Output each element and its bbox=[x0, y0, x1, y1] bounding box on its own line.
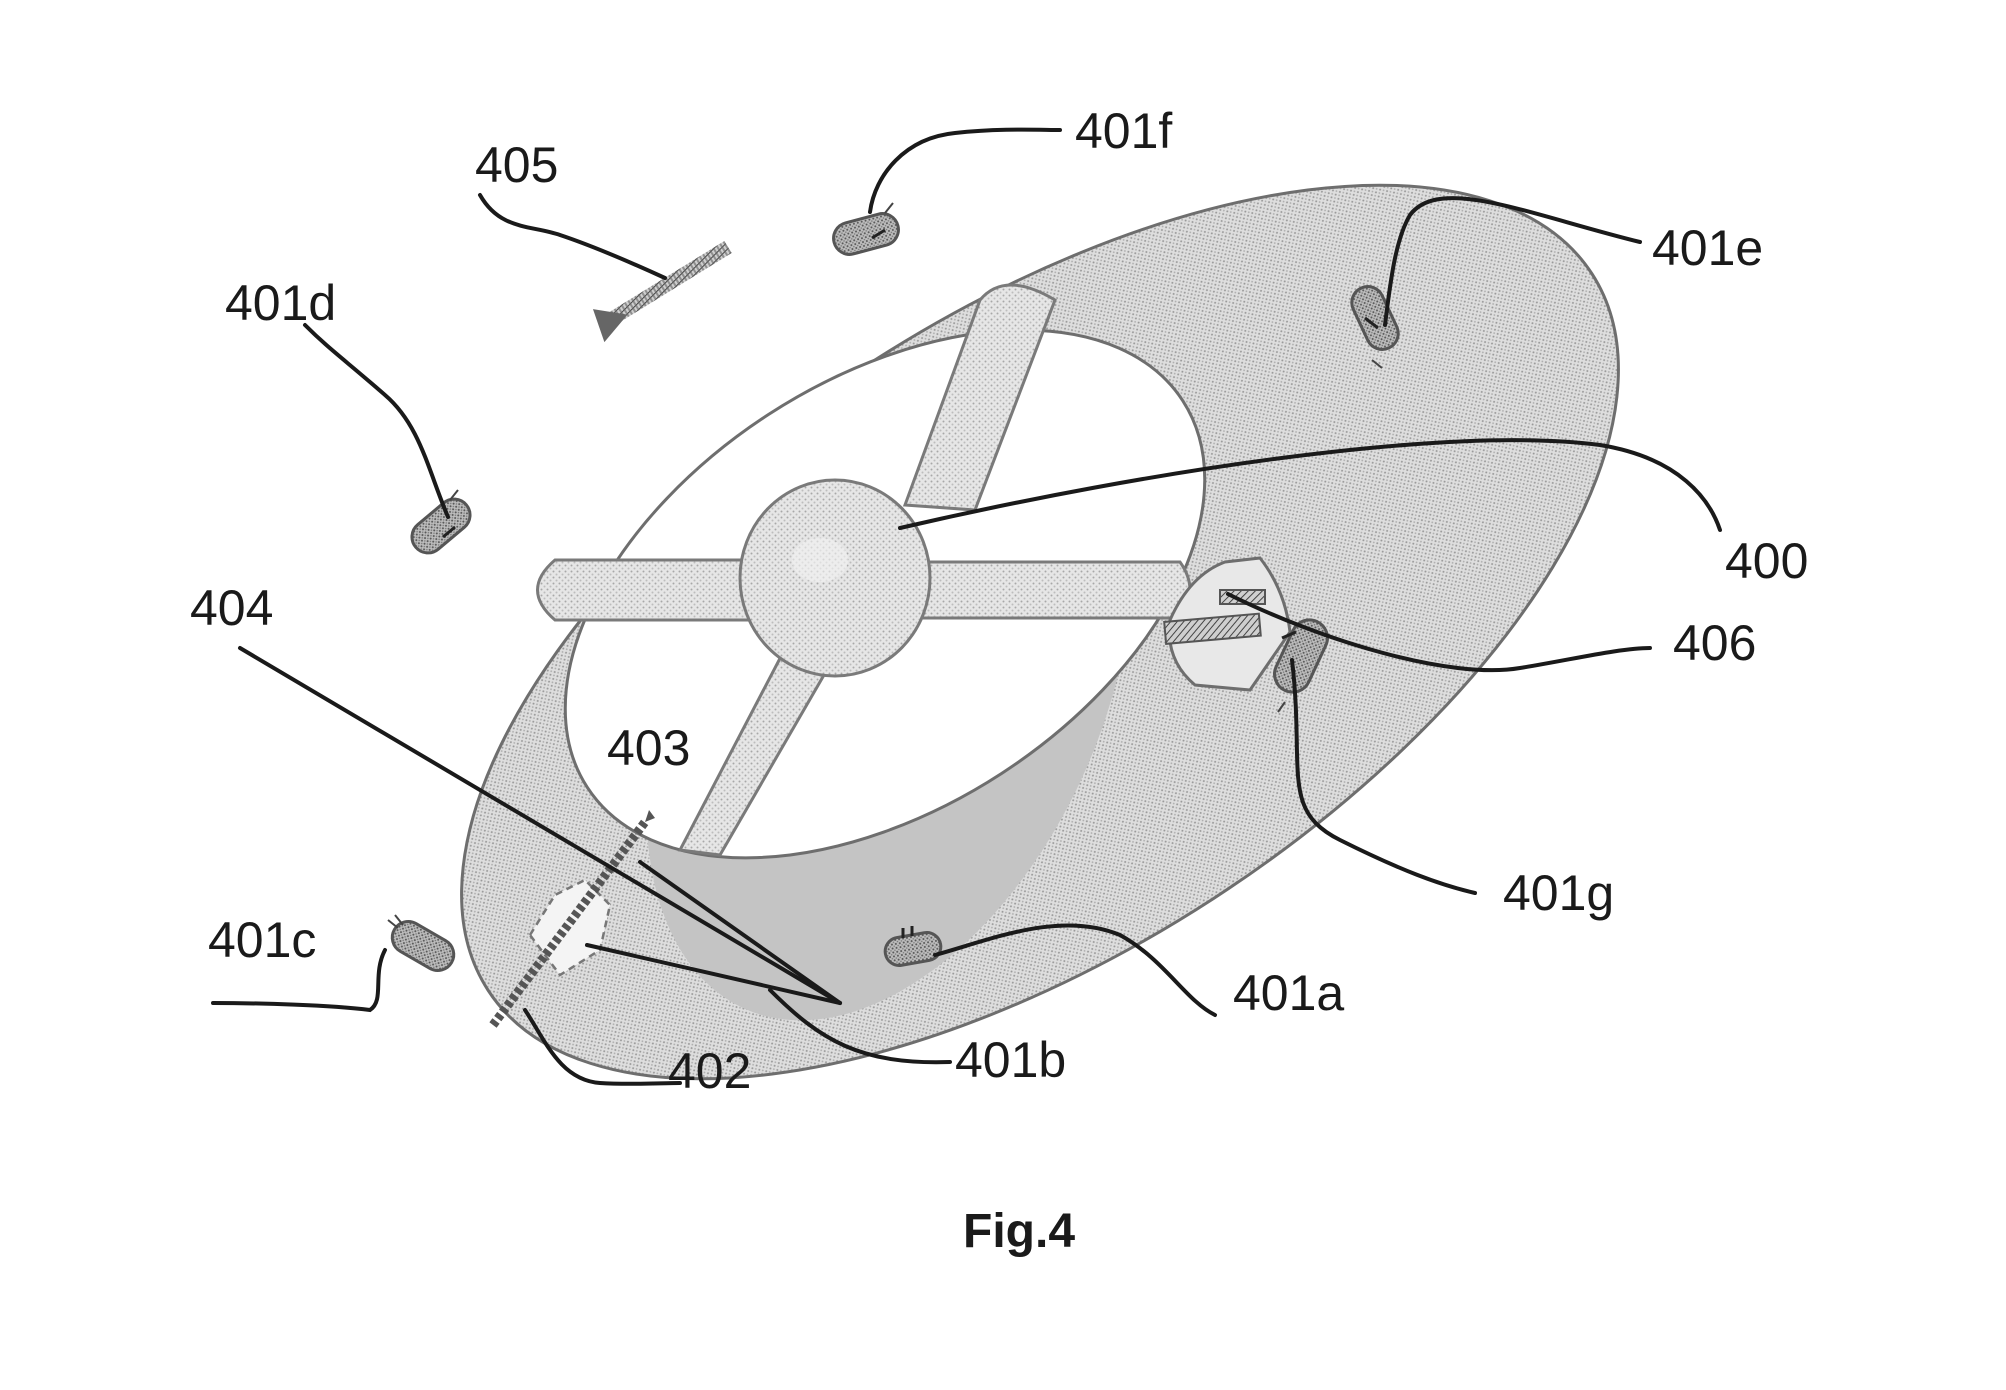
label-401e: 401e bbox=[1652, 220, 1763, 276]
label-401a: 401a bbox=[1233, 965, 1344, 1021]
spoke-upper bbox=[902, 283, 1057, 512]
label-401d: 401d bbox=[225, 275, 336, 331]
leader-401b-2 bbox=[638, 860, 842, 1005]
wheel-hub bbox=[738, 478, 932, 678]
sensor-401c bbox=[387, 914, 456, 972]
label-402: 402 bbox=[668, 1043, 751, 1099]
leader-400 bbox=[898, 438, 1722, 532]
sensor-401g bbox=[1273, 618, 1329, 713]
axis-403 bbox=[489, 810, 655, 1028]
leader-lines bbox=[211, 127, 1722, 1086]
wheel-ring bbox=[460, 183, 1620, 1081]
leader-401c bbox=[211, 948, 387, 1013]
label-400: 400 bbox=[1725, 533, 1808, 589]
label-401f: 401f bbox=[1075, 103, 1172, 159]
leader-401e bbox=[1383, 196, 1642, 327]
sensor-401f bbox=[832, 202, 900, 256]
label-406: 406 bbox=[1673, 615, 1756, 671]
sensors bbox=[387, 202, 1400, 972]
figure-caption: Fig.4 bbox=[963, 1205, 1075, 1258]
direction-arrow-405 bbox=[592, 241, 732, 343]
reference-labels: 405 401f 401e 401d 400 404 406 403 401g … bbox=[190, 103, 1808, 1099]
label-404: 404 bbox=[190, 580, 273, 636]
leader-401b-3 bbox=[768, 988, 952, 1065]
leader-401f bbox=[868, 127, 1062, 214]
leader-401d bbox=[303, 323, 450, 519]
sensor-401a bbox=[883, 926, 943, 967]
label-401b: 401b bbox=[955, 1032, 1066, 1088]
label-401c: 401c bbox=[208, 912, 316, 968]
leader-401b-1 bbox=[585, 943, 842, 1005]
spoke-left bbox=[536, 558, 772, 622]
housing-406 bbox=[1163, 556, 1292, 692]
label-403: 403 bbox=[607, 720, 690, 776]
leader-405 bbox=[478, 193, 667, 280]
leader-404 bbox=[238, 646, 842, 1005]
sensor-401e bbox=[1350, 285, 1400, 369]
leader-406 bbox=[1226, 592, 1652, 673]
label-405: 405 bbox=[475, 137, 558, 193]
leader-401g bbox=[1290, 658, 1477, 895]
leader-402 bbox=[523, 1008, 682, 1086]
label-401g: 401g bbox=[1503, 865, 1614, 921]
leader-401a bbox=[933, 923, 1217, 1017]
sensor-401d bbox=[410, 489, 472, 555]
spoke-right bbox=[918, 560, 1192, 620]
